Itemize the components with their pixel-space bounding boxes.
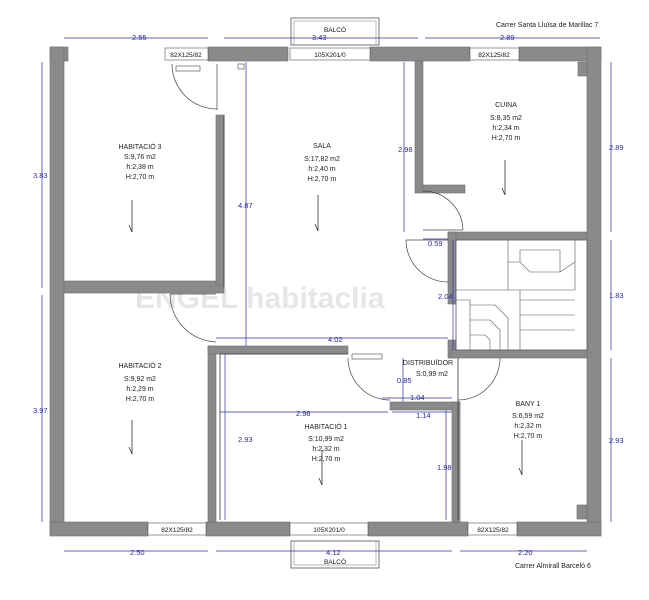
street-label-top: Carrer Santa Lluïsa de Marillac 7 — [496, 22, 598, 29]
svg-text:h:2,29 m: h:2,29 m — [126, 386, 153, 393]
svg-text:S:17,82 m2: S:17,82 m2 — [304, 156, 340, 163]
interior-lines — [219, 115, 459, 520]
svg-text:2.98: 2.98 — [296, 409, 311, 418]
balcony-label-bottom: BALCÓ — [324, 557, 346, 566]
svg-text:2.89: 2.89 — [609, 143, 624, 152]
window-top-center: 105X201/0 — [289, 47, 371, 61]
room-habitacio-2: HABITACIÓ 2 S:9,92 m2 h:2,29 m H:2,70 m — [118, 361, 161, 403]
svg-text:4.02: 4.02 — [328, 335, 343, 344]
svg-text:H:2,70 m: H:2,70 m — [312, 456, 341, 463]
svg-text:BANY 1: BANY 1 — [516, 401, 541, 408]
svg-text:1.83: 1.83 — [609, 291, 624, 300]
door-swings — [169, 63, 501, 401]
svg-text:h:2,32 m: h:2,32 m — [312, 446, 339, 453]
street-label-bottom: Carrer Almirall Barceló 6 — [515, 563, 591, 570]
svg-text:H:2,70 m: H:2,70 m — [126, 174, 155, 181]
svg-text:H:2,70 m: H:2,70 m — [514, 433, 543, 440]
svg-text:2.04: 2.04 — [438, 292, 453, 301]
room-sala: SALA S:17,82 m2 h:2,40 m H:2,70 m — [304, 143, 340, 183]
svg-text:2.98: 2.98 — [398, 145, 413, 154]
room-cuina: CUINA S:8,35 m2 h:2,34 m H:2,70 m — [490, 102, 522, 142]
svg-text:82X125/82: 82X125/82 — [170, 52, 202, 59]
svg-text:4.87: 4.87 — [238, 201, 253, 210]
svg-text:4.12: 4.12 — [326, 548, 341, 557]
svg-text:S:0,99 m2: S:0,99 m2 — [416, 371, 448, 378]
room-distribuidor: DISTRIBUÏDOR S:0,99 m2 — [403, 359, 453, 378]
svg-text:2.20: 2.20 — [518, 548, 533, 557]
svg-text:S:9,92 m2: S:9,92 m2 — [124, 376, 156, 383]
svg-text:2.89: 2.89 — [500, 33, 515, 42]
balcony-label-top: BALCÓ — [324, 25, 346, 34]
interior-walls — [63, 60, 588, 523]
svg-text:0.85: 0.85 — [397, 376, 412, 385]
svg-text:1.98: 1.98 — [437, 463, 452, 472]
svg-text:H:2,70 m: H:2,70 m — [492, 135, 521, 142]
svg-text:S:10,99 m2: S:10,99 m2 — [308, 436, 344, 443]
room-bany-1: BANY 1 S:6,59 m2 h:2,32 m H:2,70 m — [512, 401, 544, 440]
window-bottom-left: 82X125/82 — [147, 522, 207, 536]
dimension-labels: 2.55 3.43 2.89 3.83 3.97 2.89 1.83 2.93 … — [33, 33, 624, 557]
radiator-icons — [175, 63, 383, 360]
svg-text:82X125/82: 82X125/82 — [161, 527, 193, 534]
svg-text:h:2,40 m: h:2,40 m — [308, 166, 335, 173]
window-top-left: 82X125/82 — [164, 47, 209, 61]
svg-text:82X125/82: 82X125/82 — [478, 52, 510, 59]
svg-text:S:8,35 m2: S:8,35 m2 — [490, 115, 522, 122]
window-top-right: 82X125/82 — [469, 47, 520, 61]
svg-text:0.59: 0.59 — [428, 239, 443, 248]
svg-text:h:2,38 m: h:2,38 m — [126, 164, 153, 171]
svg-text:S:6,59 m2: S:6,59 m2 — [512, 413, 544, 420]
svg-text:H:2,70 m: H:2,70 m — [308, 176, 337, 183]
slope-arrows — [128, 160, 523, 486]
svg-text:3.97: 3.97 — [33, 406, 48, 415]
svg-text:2.93: 2.93 — [609, 436, 624, 445]
window-bottom-center: 105X201/0 — [289, 522, 369, 536]
staircase — [455, 239, 588, 351]
svg-text:3.43: 3.43 — [312, 33, 327, 42]
svg-text:HABITACIÓ 2: HABITACIÓ 2 — [118, 361, 161, 370]
svg-text:HABITACIÓ 1: HABITACIÓ 1 — [304, 422, 347, 431]
svg-text:105X201/0: 105X201/0 — [313, 527, 345, 534]
svg-text:105X201/0: 105X201/0 — [314, 52, 346, 59]
svg-text:S:9,76 m2: S:9,76 m2 — [124, 154, 156, 161]
svg-text:CUINA: CUINA — [495, 102, 517, 109]
balcony-bottom: BALCÓ — [290, 540, 380, 569]
svg-text:SALA: SALA — [313, 143, 331, 150]
svg-text:HABITACIÓ 3: HABITACIÓ 3 — [118, 142, 161, 151]
window-bottom-right: 82X125/82 — [467, 522, 518, 536]
dimension-lines — [41, 37, 612, 552]
svg-text:H:2,70 m: H:2,70 m — [126, 396, 155, 403]
svg-text:DISTRIBUÏDOR: DISTRIBUÏDOR — [403, 359, 453, 367]
svg-text:h:2,34 m: h:2,34 m — [492, 125, 519, 132]
svg-text:3.83: 3.83 — [33, 171, 48, 180]
svg-text:2.55: 2.55 — [132, 33, 147, 42]
svg-text:2.50: 2.50 — [130, 548, 145, 557]
svg-text:1.04: 1.04 — [410, 393, 425, 402]
svg-text:h:2,32 m: h:2,32 m — [514, 423, 541, 430]
svg-text:2.93: 2.93 — [238, 435, 253, 444]
balcony-top: BALCÓ — [290, 17, 380, 46]
svg-text:1.14: 1.14 — [416, 411, 431, 420]
svg-text:82X125/82: 82X125/82 — [477, 527, 509, 534]
room-habitacio-1: HABITACIÓ 1 S:10,99 m2 h:2,32 m H:2,70 m — [304, 422, 347, 463]
room-habitacio-3: HABITACIÓ 3 S:9,76 m2 h:2,38 m H:2,70 m — [118, 142, 161, 181]
